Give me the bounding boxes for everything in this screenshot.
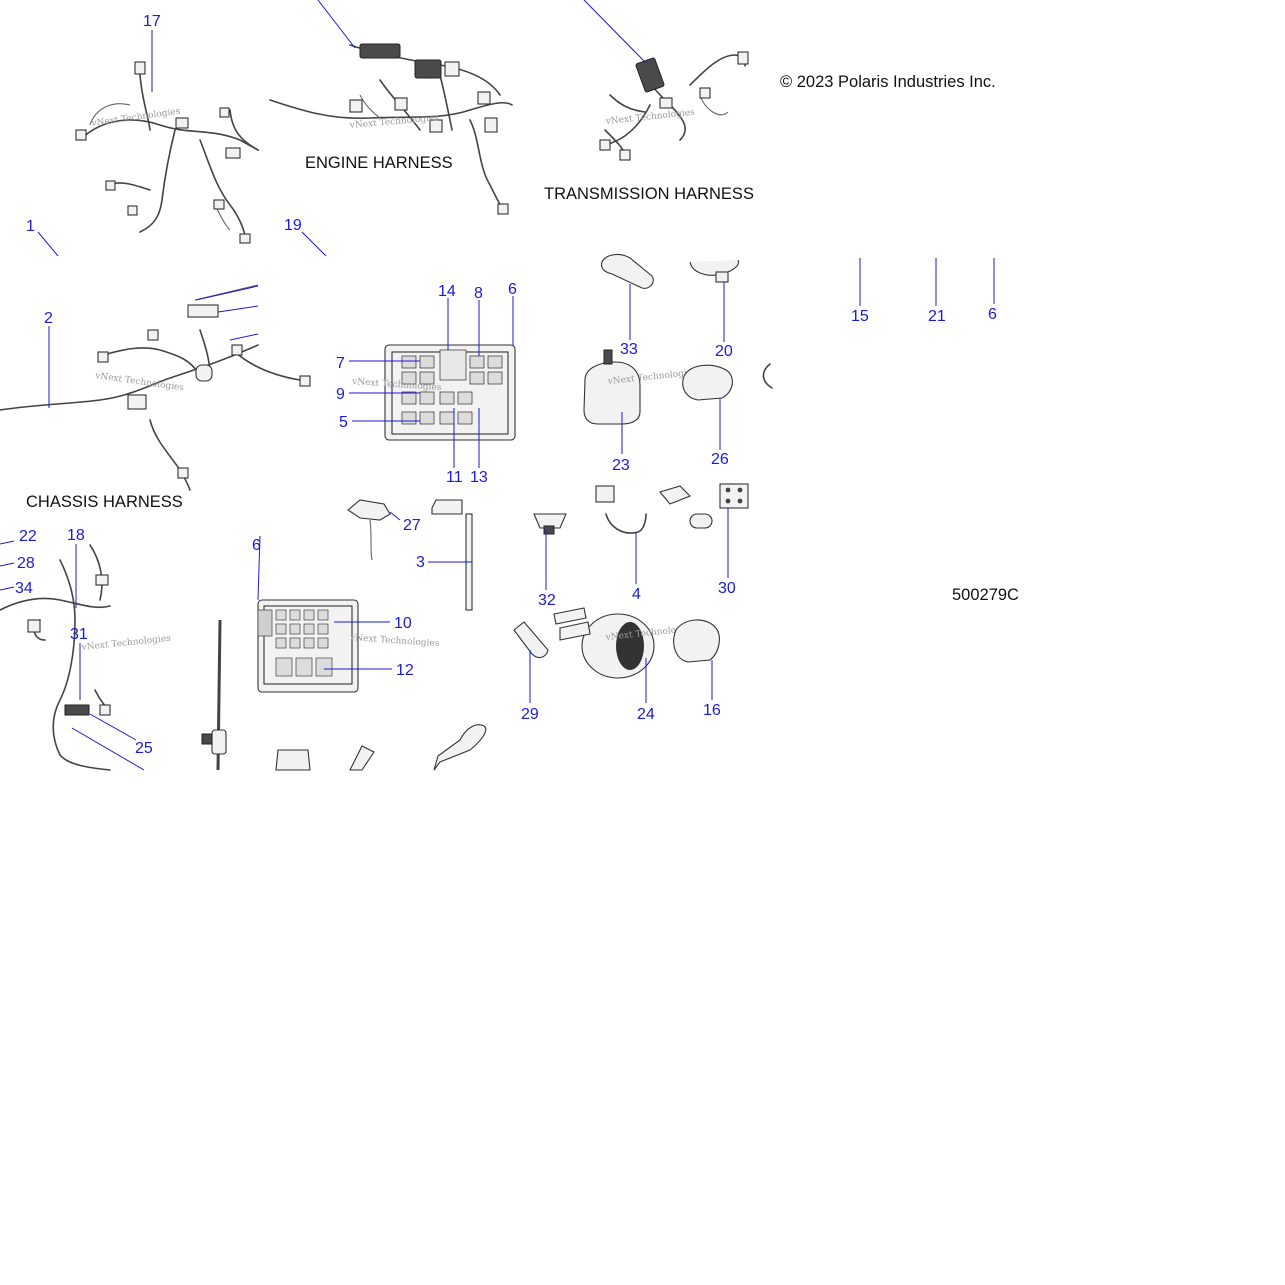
chassis-harness-illustration: vNext Technologies CHASSIS HARNESS <box>0 284 311 511</box>
watermark-text: vNext Technologies <box>604 108 695 127</box>
diagram-id: 500279C <box>952 586 1019 604</box>
callout-26: 26 <box>711 451 729 468</box>
connector-32-illustration <box>533 513 567 535</box>
chassis-harness-caption: CHASSIS HARNESS <box>26 493 183 511</box>
callout-2: 2 <box>44 310 53 327</box>
watermark-text: vNext Technologies <box>90 107 181 130</box>
clip-4-illustration <box>605 513 647 534</box>
callout-18: 18 <box>67 527 85 544</box>
callout-6b: 6 <box>988 306 997 323</box>
callout-13: 13 <box>470 469 488 486</box>
callout-10: 10 <box>394 615 412 632</box>
callout-15: 15 <box>851 308 869 325</box>
clamp-20-illustration <box>689 259 740 283</box>
callout-1: 1 <box>26 218 35 235</box>
plate-illustration <box>431 499 463 515</box>
callout-12: 12 <box>396 662 414 679</box>
connector-26-illustration <box>682 364 733 401</box>
callout-6a: 6 <box>508 281 517 298</box>
callout-29: 29 <box>521 706 539 723</box>
connector-29-illustration <box>513 621 549 659</box>
callout-7: 7 <box>336 355 345 372</box>
copyright-text: © 2023 Polaris Industries Inc. <box>780 73 996 91</box>
callout-17: 17 <box>143 13 161 30</box>
callout-16: 16 <box>703 702 721 719</box>
fuse-box-bottom-illustration: vNext Technologies <box>257 599 440 693</box>
callout-labels: 17 1 19 2 14 8 6 7 9 5 11 13 33 20 15 21… <box>15 13 997 757</box>
callout-3: 3 <box>416 554 425 571</box>
callout-21: 21 <box>928 308 946 325</box>
callout-14: 14 <box>438 283 456 300</box>
callout-24: 24 <box>637 706 655 723</box>
transmission-harness-caption: TRANSMISSION HARNESS <box>544 185 754 203</box>
watermark-text: vNext Technologies <box>348 113 439 131</box>
callout-28: 28 <box>17 555 35 572</box>
callout-31: 31 <box>70 626 88 643</box>
callout-25: 25 <box>135 740 153 757</box>
callout-33: 33 <box>620 341 638 358</box>
connector-23-illustration: vNext Technologies <box>583 349 698 425</box>
callout-30: 30 <box>718 580 736 597</box>
callout-11: 11 <box>446 469 463 486</box>
callout-5: 5 <box>339 414 348 431</box>
engine-harness-illustration: vNext Technologies ENGINE HARNESS <box>269 43 513 215</box>
small-parts-illustration <box>595 483 749 529</box>
watermark-text: vNext Technologies <box>80 634 171 653</box>
leader-lines <box>0 30 995 771</box>
callout-20: 20 <box>715 343 733 360</box>
callout-32: 32 <box>538 592 556 609</box>
callout-9: 9 <box>336 386 345 403</box>
callout-34: 34 <box>15 580 33 597</box>
callout-8: 8 <box>474 285 483 302</box>
harness-17-illustration: vNext Technologies <box>75 61 259 244</box>
watermark-text: vNext Technologies <box>349 633 440 649</box>
connector-16-illustration <box>673 619 720 663</box>
callout-23: 23 <box>612 457 630 474</box>
callout-22: 22 <box>19 528 37 545</box>
callout-19: 19 <box>284 217 302 234</box>
callout-4: 4 <box>632 586 641 603</box>
bracket-27-illustration <box>347 499 391 561</box>
connector-33-illustration <box>600 253 654 289</box>
callout-27: 27 <box>403 517 421 534</box>
engine-harness-caption: ENGINE HARNESS <box>305 154 453 172</box>
connector-bottom-1-illustration <box>275 724 487 771</box>
strap-illustration <box>201 619 227 771</box>
transmission-harness-illustration: vNext Technologies TRANSMISSION HARNESS <box>544 51 754 203</box>
connector-24-illustration: vNext Technologies <box>553 607 696 679</box>
callout-6c: 6 <box>252 537 261 554</box>
